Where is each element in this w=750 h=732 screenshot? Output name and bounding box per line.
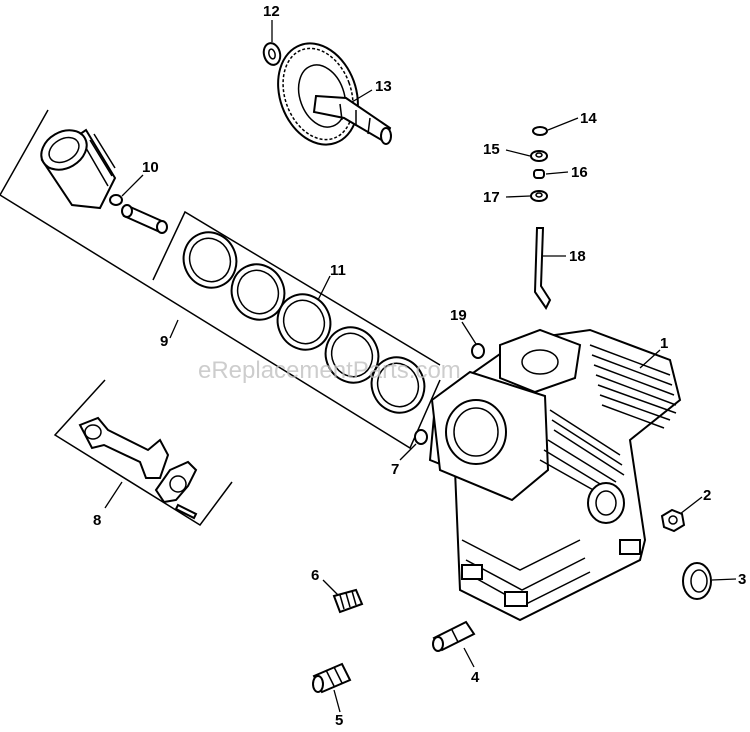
- piston-pin-icon[interactable]: [109, 194, 168, 234]
- callout-5[interactable]: 5: [335, 712, 343, 729]
- dowel-pin-icon[interactable]: [414, 429, 428, 445]
- crankcase-icon[interactable]: [428, 328, 682, 622]
- small-washer-icon[interactable]: [532, 126, 548, 136]
- connecting-rod-frame: [53, 379, 233, 527]
- fitting-icon[interactable]: [432, 620, 476, 652]
- washer-icon[interactable]: [261, 41, 282, 66]
- connecting-rod-icon[interactable]: [78, 416, 198, 520]
- piston-icon[interactable]: [34, 122, 117, 210]
- callout-12[interactable]: 12: [263, 3, 280, 20]
- callout-1[interactable]: 1: [660, 335, 668, 352]
- callout-18[interactable]: 18: [569, 248, 586, 265]
- nipple-icon[interactable]: [312, 662, 352, 694]
- callout-17[interactable]: 17: [483, 189, 500, 206]
- small-seal-icon[interactable]: [533, 169, 545, 179]
- small-pin-icon[interactable]: [471, 343, 485, 359]
- callout-7[interactable]: 7: [391, 461, 399, 478]
- flat-washer-icon[interactable]: [530, 190, 548, 202]
- piston-rings-frame: [152, 210, 441, 366]
- callout-11[interactable]: 11: [330, 262, 346, 279]
- stud-icon[interactable]: [332, 588, 364, 614]
- callout-6[interactable]: 6: [311, 567, 319, 584]
- piston-assembly-frame: [0, 109, 441, 450]
- piston-rings-icon[interactable]: [175, 224, 434, 422]
- callout-15[interactable]: 15: [483, 141, 500, 158]
- nut-icon[interactable]: [660, 508, 686, 533]
- callout-labels: 1 2 3 4 5 6 7 8 9 10 11 12 13 14 15 16 1…: [93, 3, 746, 729]
- callout-16[interactable]: 16: [571, 164, 588, 181]
- callout-10[interactable]: 10: [142, 159, 159, 176]
- governor-shaft-icon[interactable]: [533, 227, 552, 310]
- callout-8[interactable]: 8: [93, 512, 101, 529]
- bushing-icon[interactable]: [530, 150, 548, 162]
- callout-4[interactable]: 4: [471, 669, 480, 686]
- callout-2[interactable]: 2: [703, 487, 711, 504]
- callout-3[interactable]: 3: [738, 571, 746, 588]
- leader-lines: [104, 20, 737, 713]
- callout-19[interactable]: 19: [450, 307, 467, 324]
- camshaft-gear-icon[interactable]: [265, 32, 392, 156]
- callout-13[interactable]: 13: [375, 78, 392, 95]
- oil-seal-icon[interactable]: [682, 562, 712, 600]
- watermark-text: eReplacementParts.com: [198, 357, 461, 384]
- callout-9[interactable]: 9: [160, 333, 168, 350]
- callout-14[interactable]: 14: [580, 110, 597, 127]
